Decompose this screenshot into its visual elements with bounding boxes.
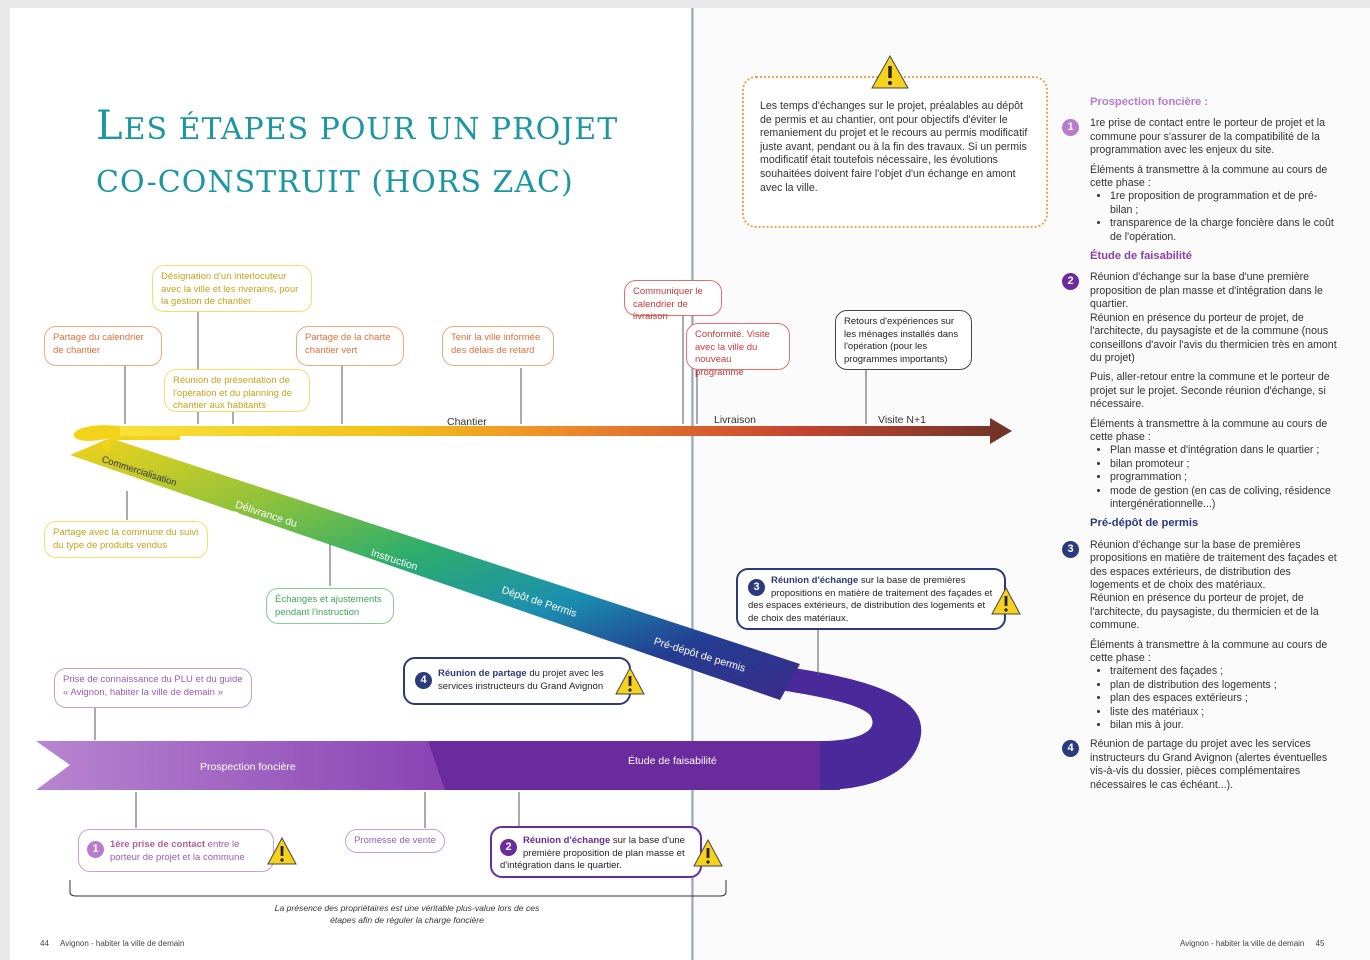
note-produits: Partage avec la commune du suivi du type…	[44, 521, 208, 558]
label-chantier: Chantier	[447, 416, 487, 428]
label-visite: Visite N+1	[878, 414, 926, 426]
step-2-bold: Réunion d'échange	[523, 835, 611, 846]
step-4-box: 4 Réunion de partage du projet avec les s…	[403, 657, 631, 705]
notice-box: Les temps d'échanges sur le projet, préa…	[742, 76, 1048, 228]
list-item: plan des espaces extérieurs ;	[1110, 692, 1337, 705]
list-item: programmation ;	[1110, 471, 1337, 484]
text-p2c: Éléments à transmettre à la commune au c…	[1090, 417, 1328, 443]
text-p1: 1re prise de contact entre le porteur de…	[1090, 117, 1325, 157]
section-4-number: 4	[1062, 740, 1079, 758]
note-echanges: Échanges et ajustements pendant l'instru…	[266, 588, 394, 624]
page-title: LES ÉTAPES POUR UN PROJET CO-CONSTRUIT (…	[96, 100, 618, 209]
ribbon-diagonal	[70, 438, 800, 700]
note-plu: Prise de connaissance du PLU et du guide…	[54, 668, 252, 708]
note-charte: Partage de la charte chantier vert	[296, 326, 404, 366]
note-conformite: Conformité. Visite avec la ville du nouv…	[686, 323, 790, 378]
list-item: plan de distribution des logements ;	[1110, 679, 1337, 692]
text-p3a: Réunion en présence du porteur de projet…	[1090, 592, 1319, 632]
ribbon-etude	[428, 741, 840, 790]
list-item: bilan promoteur ;	[1110, 458, 1337, 471]
step-3-number: 3	[748, 579, 765, 596]
step-3-text: sur la base de premières propositions en…	[748, 575, 993, 624]
label-prospection: Prospection foncière	[200, 761, 296, 773]
label-etude: Étude de faisabilité	[628, 755, 717, 767]
section-2-number: 2	[1062, 273, 1079, 291]
page-number-right: 45	[1315, 939, 1325, 948]
list-item: mode de gestion (en cas de coliving, rés…	[1110, 485, 1337, 512]
list-2: Plan masse et d'intégration dans le quar…	[1090, 444, 1337, 511]
step-1-text: entre le porteur de projet et la commune	[110, 839, 245, 863]
note-calendrier: Partage du calendrier de chantier	[44, 326, 162, 366]
list-1: 1re proposition de programmation et de p…	[1090, 190, 1337, 244]
warning-icon	[693, 838, 723, 867]
bracket	[69, 880, 727, 897]
step-3-box: 3 Réunion d'échange sur la base de premiè…	[736, 568, 1006, 630]
warning-icon	[615, 666, 645, 695]
list-item: Plan masse et d'intégration dans le quar…	[1110, 444, 1337, 457]
step-1-number: 1	[87, 841, 104, 858]
note-retours: Retours d'expériences sur les ménages in…	[835, 310, 972, 370]
text-p2a: Réunion en présence du porteur de projet…	[1090, 311, 1337, 364]
note-reunion-planning: Réunion de présentation de l'opération e…	[164, 369, 310, 412]
footer-left: 44 Avignon - habiter la ville de demain	[40, 939, 184, 948]
note-promesse: Promesse de vente	[345, 829, 445, 853]
warning-icon	[267, 836, 297, 865]
heading-prospection: Prospection foncière :	[1090, 96, 1209, 108]
label-livraison: Livraison	[714, 414, 757, 426]
step-3-bold: Réunion d'échange	[771, 575, 859, 586]
notice-text: Les temps d'échanges sur le projet, préa…	[760, 100, 1028, 194]
text-p3: Réunion d'échange sur la base de premièr…	[1090, 538, 1337, 591]
step-2-number: 2	[500, 839, 517, 856]
list-item: transparence de la charge foncière dans …	[1110, 217, 1337, 244]
list-3: traitement des façades ; plan de distrib…	[1090, 665, 1337, 732]
section-partage: 4 Réunion de partage du projet avec les …	[1062, 738, 1337, 792]
footer-left-text: Avignon - habiter la ville de demain	[60, 939, 185, 948]
warning-icon	[871, 54, 909, 89]
section-3-number: 3	[1062, 540, 1079, 558]
heading-etude: Étude de faisabilité	[1090, 250, 1192, 263]
note-communiquer: Communiquer le calendrier de livraison	[624, 280, 722, 322]
footer-right-text: Avignon - habiter la ville de demain	[1180, 939, 1305, 948]
right-column: Prospection foncière : 1 1re prise de co…	[1062, 96, 1337, 798]
step-1-box: 1 1ère prise de contact entre le porteur …	[78, 829, 274, 872]
list-item: liste des matériaux ;	[1110, 706, 1337, 719]
title-initial: L	[96, 103, 124, 149]
warning-icon	[991, 586, 1021, 615]
ribbon-turn-right	[780, 666, 922, 790]
step-1-bold: 1ère prise de contact	[110, 839, 206, 850]
list-item: traitement des façades ;	[1110, 665, 1337, 678]
list-item: 1re proposition de programmation et de p…	[1110, 190, 1337, 217]
footer-right: Avignon - habiter la ville de demain 45	[1180, 939, 1324, 948]
text-p2b: Puis, aller-retour entre la commune et l…	[1090, 371, 1330, 411]
section-predepot: 3 Réunion d'échange sur la base de premi…	[1062, 539, 1337, 733]
caption: La présence des propriétaires est une vé…	[274, 903, 540, 925]
title-line1: ES ÉTAPES POUR UN PROJET	[123, 112, 619, 147]
note-interlocuteur: Désignation d'un interlocuteur avec la v…	[152, 265, 312, 312]
step-2-text: sur la base d'une première proposition d…	[500, 835, 685, 871]
title-line2: CO-CONSTRUIT (HORS ZAC)	[96, 165, 574, 200]
page-gutter	[691, 8, 694, 960]
text-p1b: Éléments à transmettre à la commune au c…	[1090, 163, 1328, 190]
step-4-bold: Réunion de partage	[438, 668, 527, 679]
heading-predepot: Pré-dépôt de permis	[1090, 517, 1199, 530]
section-prospection: 1 1re prise de contact entre le porteur …	[1062, 117, 1337, 244]
text-p3b: Éléments à transmettre à la commune au c…	[1090, 638, 1328, 665]
step-2-box: 2 Réunion d'échange sur la base d'une pre…	[490, 826, 702, 878]
step-4-text: du projet avec les services instructeurs…	[438, 668, 604, 692]
text-p2: Réunion d'échange sur la base d'une prem…	[1090, 271, 1323, 311]
section-1-number: 1	[1062, 119, 1079, 137]
step-4-number: 4	[415, 672, 432, 689]
note-retard: Tenir la ville informée des délais de re…	[442, 326, 554, 366]
list-item: bilan mis à jour.	[1110, 719, 1337, 732]
connector-lines	[94, 312, 867, 828]
left-page	[10, 8, 693, 960]
text-p4: Réunion de partage du projet avec les se…	[1090, 738, 1328, 791]
ribbon-chantier	[120, 418, 1012, 444]
section-etude: 2 Réunion d'échange sur la base d'une pr…	[1062, 271, 1337, 511]
page-number-left: 44	[40, 939, 49, 948]
